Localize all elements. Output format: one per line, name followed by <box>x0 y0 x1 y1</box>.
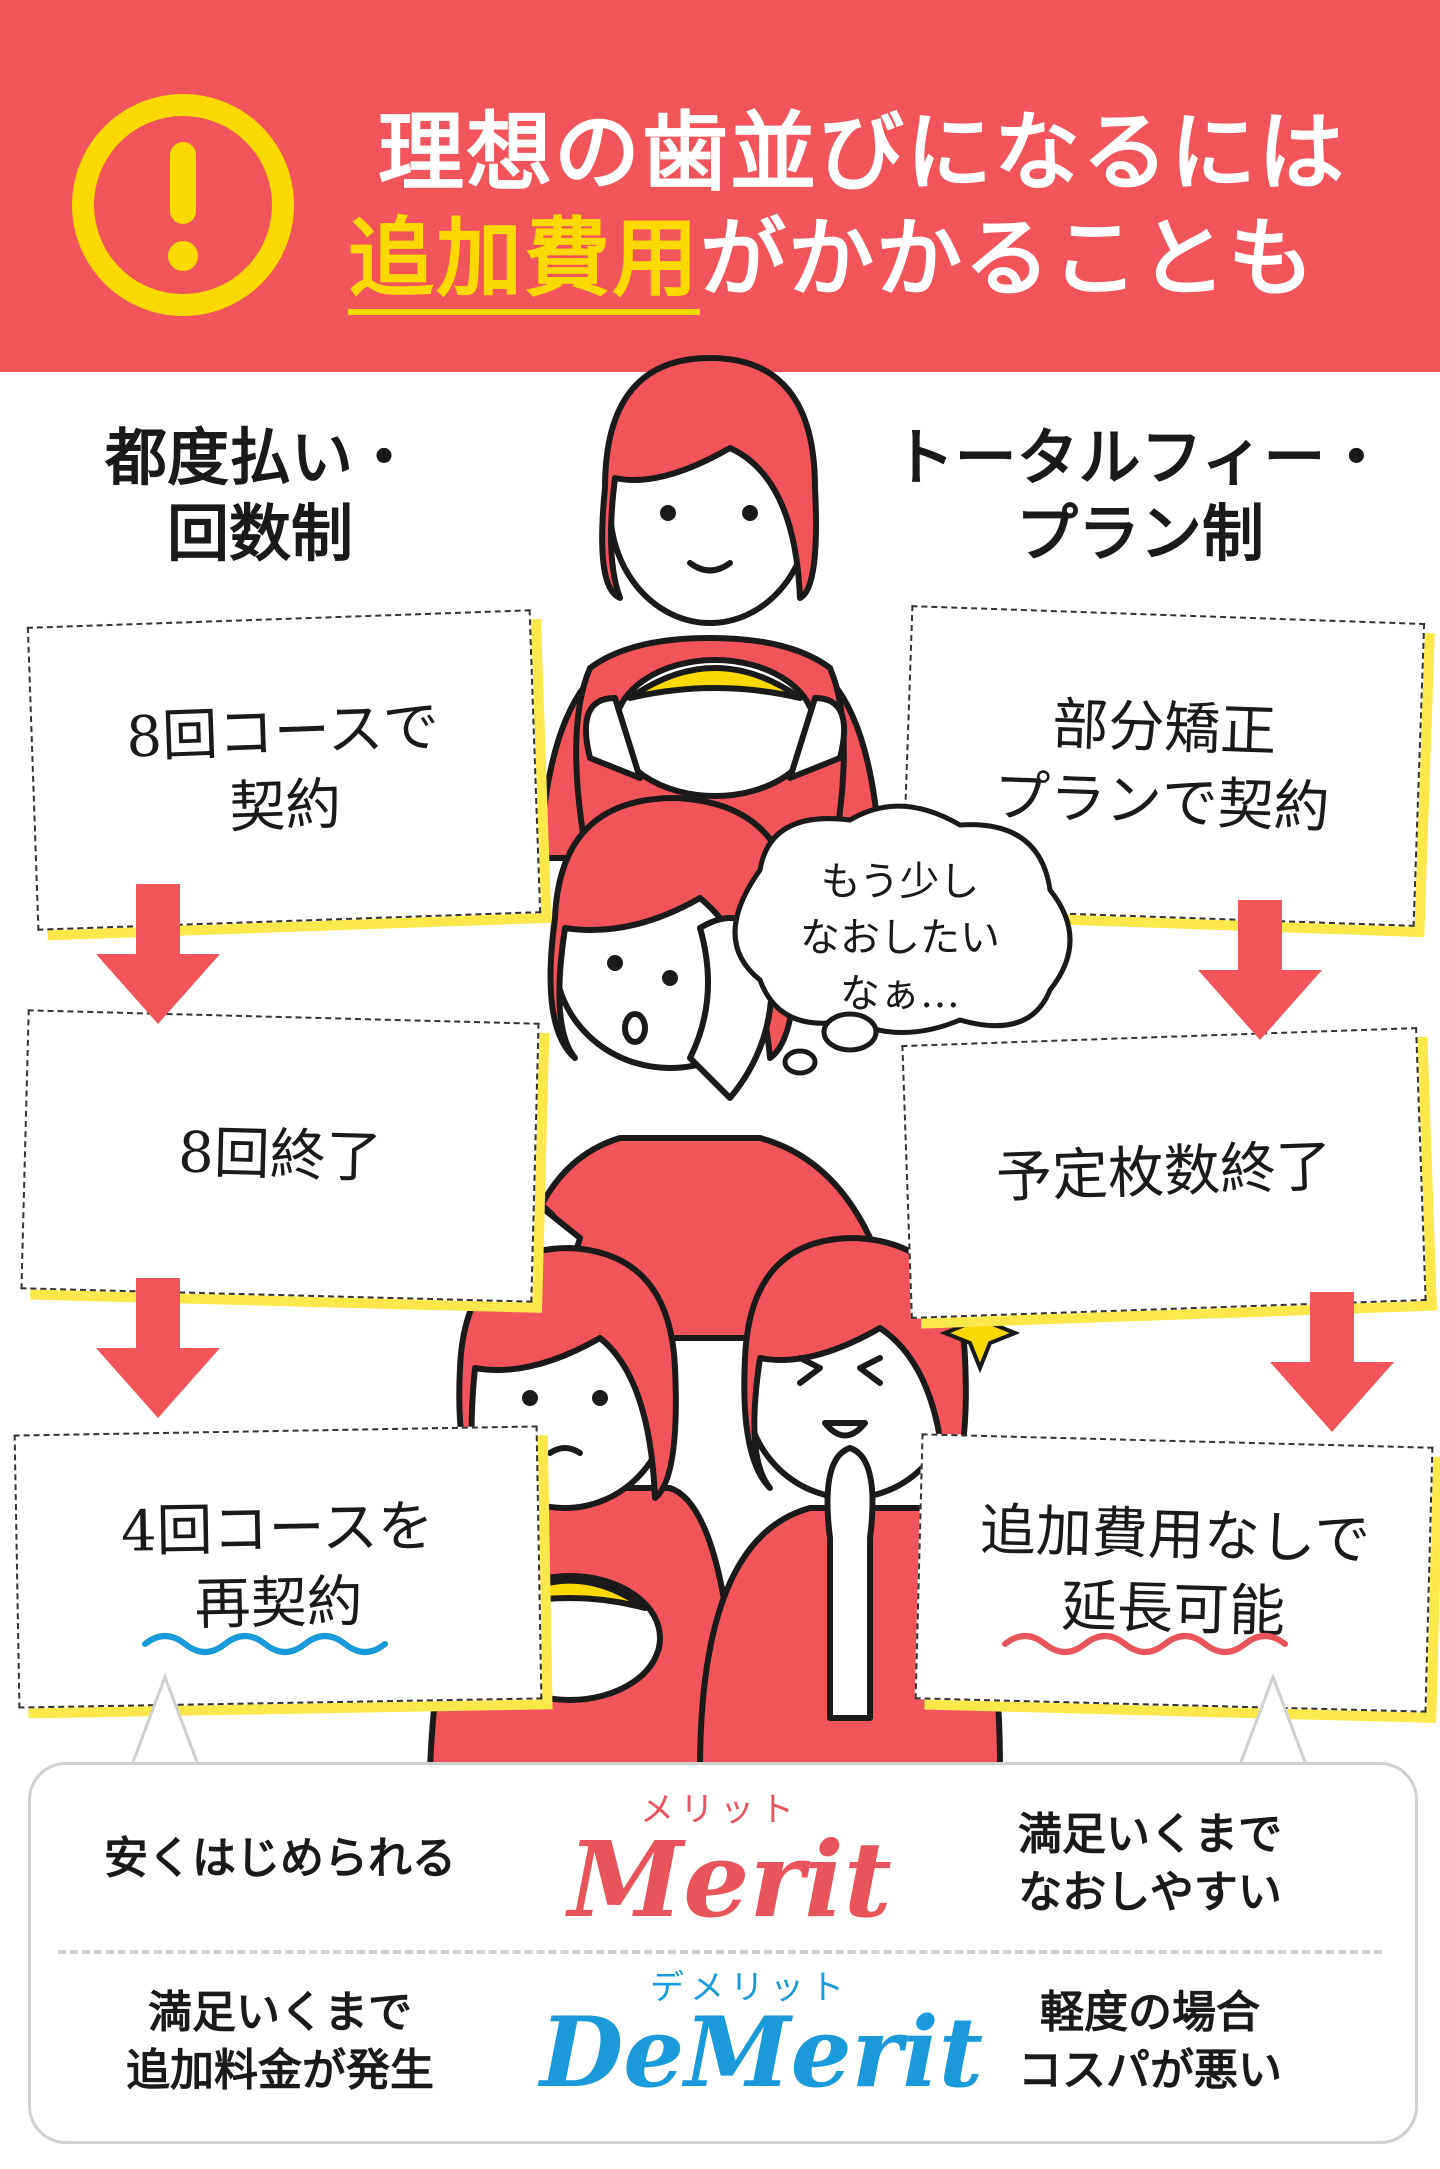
header-banner <box>0 0 1440 372</box>
left-column-title: 都度払い・ 回数制 <box>80 420 440 572</box>
blue-wavy-underline <box>142 1633 388 1655</box>
demerit-right-line-1: 軽度の場合 <box>1040 1987 1260 2038</box>
left-title-line-2: 回数制 <box>166 497 353 570</box>
right-step-3-line-1: 追加費用なしで <box>979 1497 1371 1574</box>
merit-right-line-1: 満足いくまで <box>1018 1809 1282 1860</box>
demerit-word: DeMerit <box>540 1996 984 2109</box>
merit-kana: メリット <box>640 1790 800 1830</box>
headline-highlight: 追加費用 <box>348 209 700 315</box>
thought-text-line-3: なぁ… <box>840 971 960 1017</box>
demerit-left-text: 満足いくまで 追加料金が発生 <box>60 1984 500 2100</box>
headline-line-2: 追加費用がかかることも <box>348 188 1316 315</box>
demerit-right-text: 軽度の場合 コスパが悪い <box>940 1984 1360 2100</box>
demerit-left-line-2: 追加料金が発生 <box>126 2045 434 2096</box>
merit-right-text: 満足いくまで なおしやすい <box>940 1806 1360 1922</box>
right-column-title: トータルフィー・ プラン制 <box>860 420 1420 572</box>
thought-bubble <box>732 803 1073 1076</box>
demerit-right-line-2: コスパが悪い <box>1018 2045 1282 2096</box>
thought-text-line-2: なおしたい <box>800 915 1000 961</box>
headline-line-1: 理想の歯並びになるには <box>378 103 1346 203</box>
headline-rest: がかかることも <box>700 209 1316 309</box>
demerit-left-line-1: 満足いくまで <box>148 1987 412 2038</box>
left-step-3-box: 4回コースを 再契約 <box>13 1425 543 1709</box>
right-step-3-box: 追加費用なしで 延長可能 <box>914 1433 1434 1713</box>
right-arrow-down-2-icon <box>1270 1292 1394 1432</box>
merit-right-line-2: なおしやすい <box>1018 1867 1282 1918</box>
left-arrow-down-1-icon <box>96 884 220 1024</box>
right-title-line-2: プラン制 <box>1015 497 1264 570</box>
demerit-kana: デメリット <box>650 1968 850 2008</box>
right-title-line-1: トータルフィー・ <box>892 421 1388 494</box>
panel-pointer-right <box>1236 1672 1310 1770</box>
right-arrow-down-1-icon <box>1198 900 1322 1040</box>
left-step-3-line-1: 4回コースを <box>120 1494 435 1565</box>
left-arrow-down-2-icon <box>96 1278 220 1418</box>
red-wavy-underline <box>1002 1633 1288 1655</box>
merit-word: Merit <box>568 1818 892 1941</box>
warning-exclamation-icon <box>72 94 294 316</box>
left-title-line-1: 都度払い・ <box>104 421 415 494</box>
left-step-2-text: 8回終了 <box>177 1120 383 1191</box>
panel-pointer-left <box>128 1672 202 1770</box>
right-step-2-text: 予定枚数終了 <box>994 1134 1334 1211</box>
left-step-1-box: 8回コースで 契約 <box>26 609 542 931</box>
panel-divider <box>58 1950 1382 1954</box>
merit-left-text: 安くはじめられる <box>104 1833 456 1884</box>
thought-text-line-1: もう少し <box>820 859 980 905</box>
left-step-2-box: 8回終了 <box>20 1009 540 1303</box>
